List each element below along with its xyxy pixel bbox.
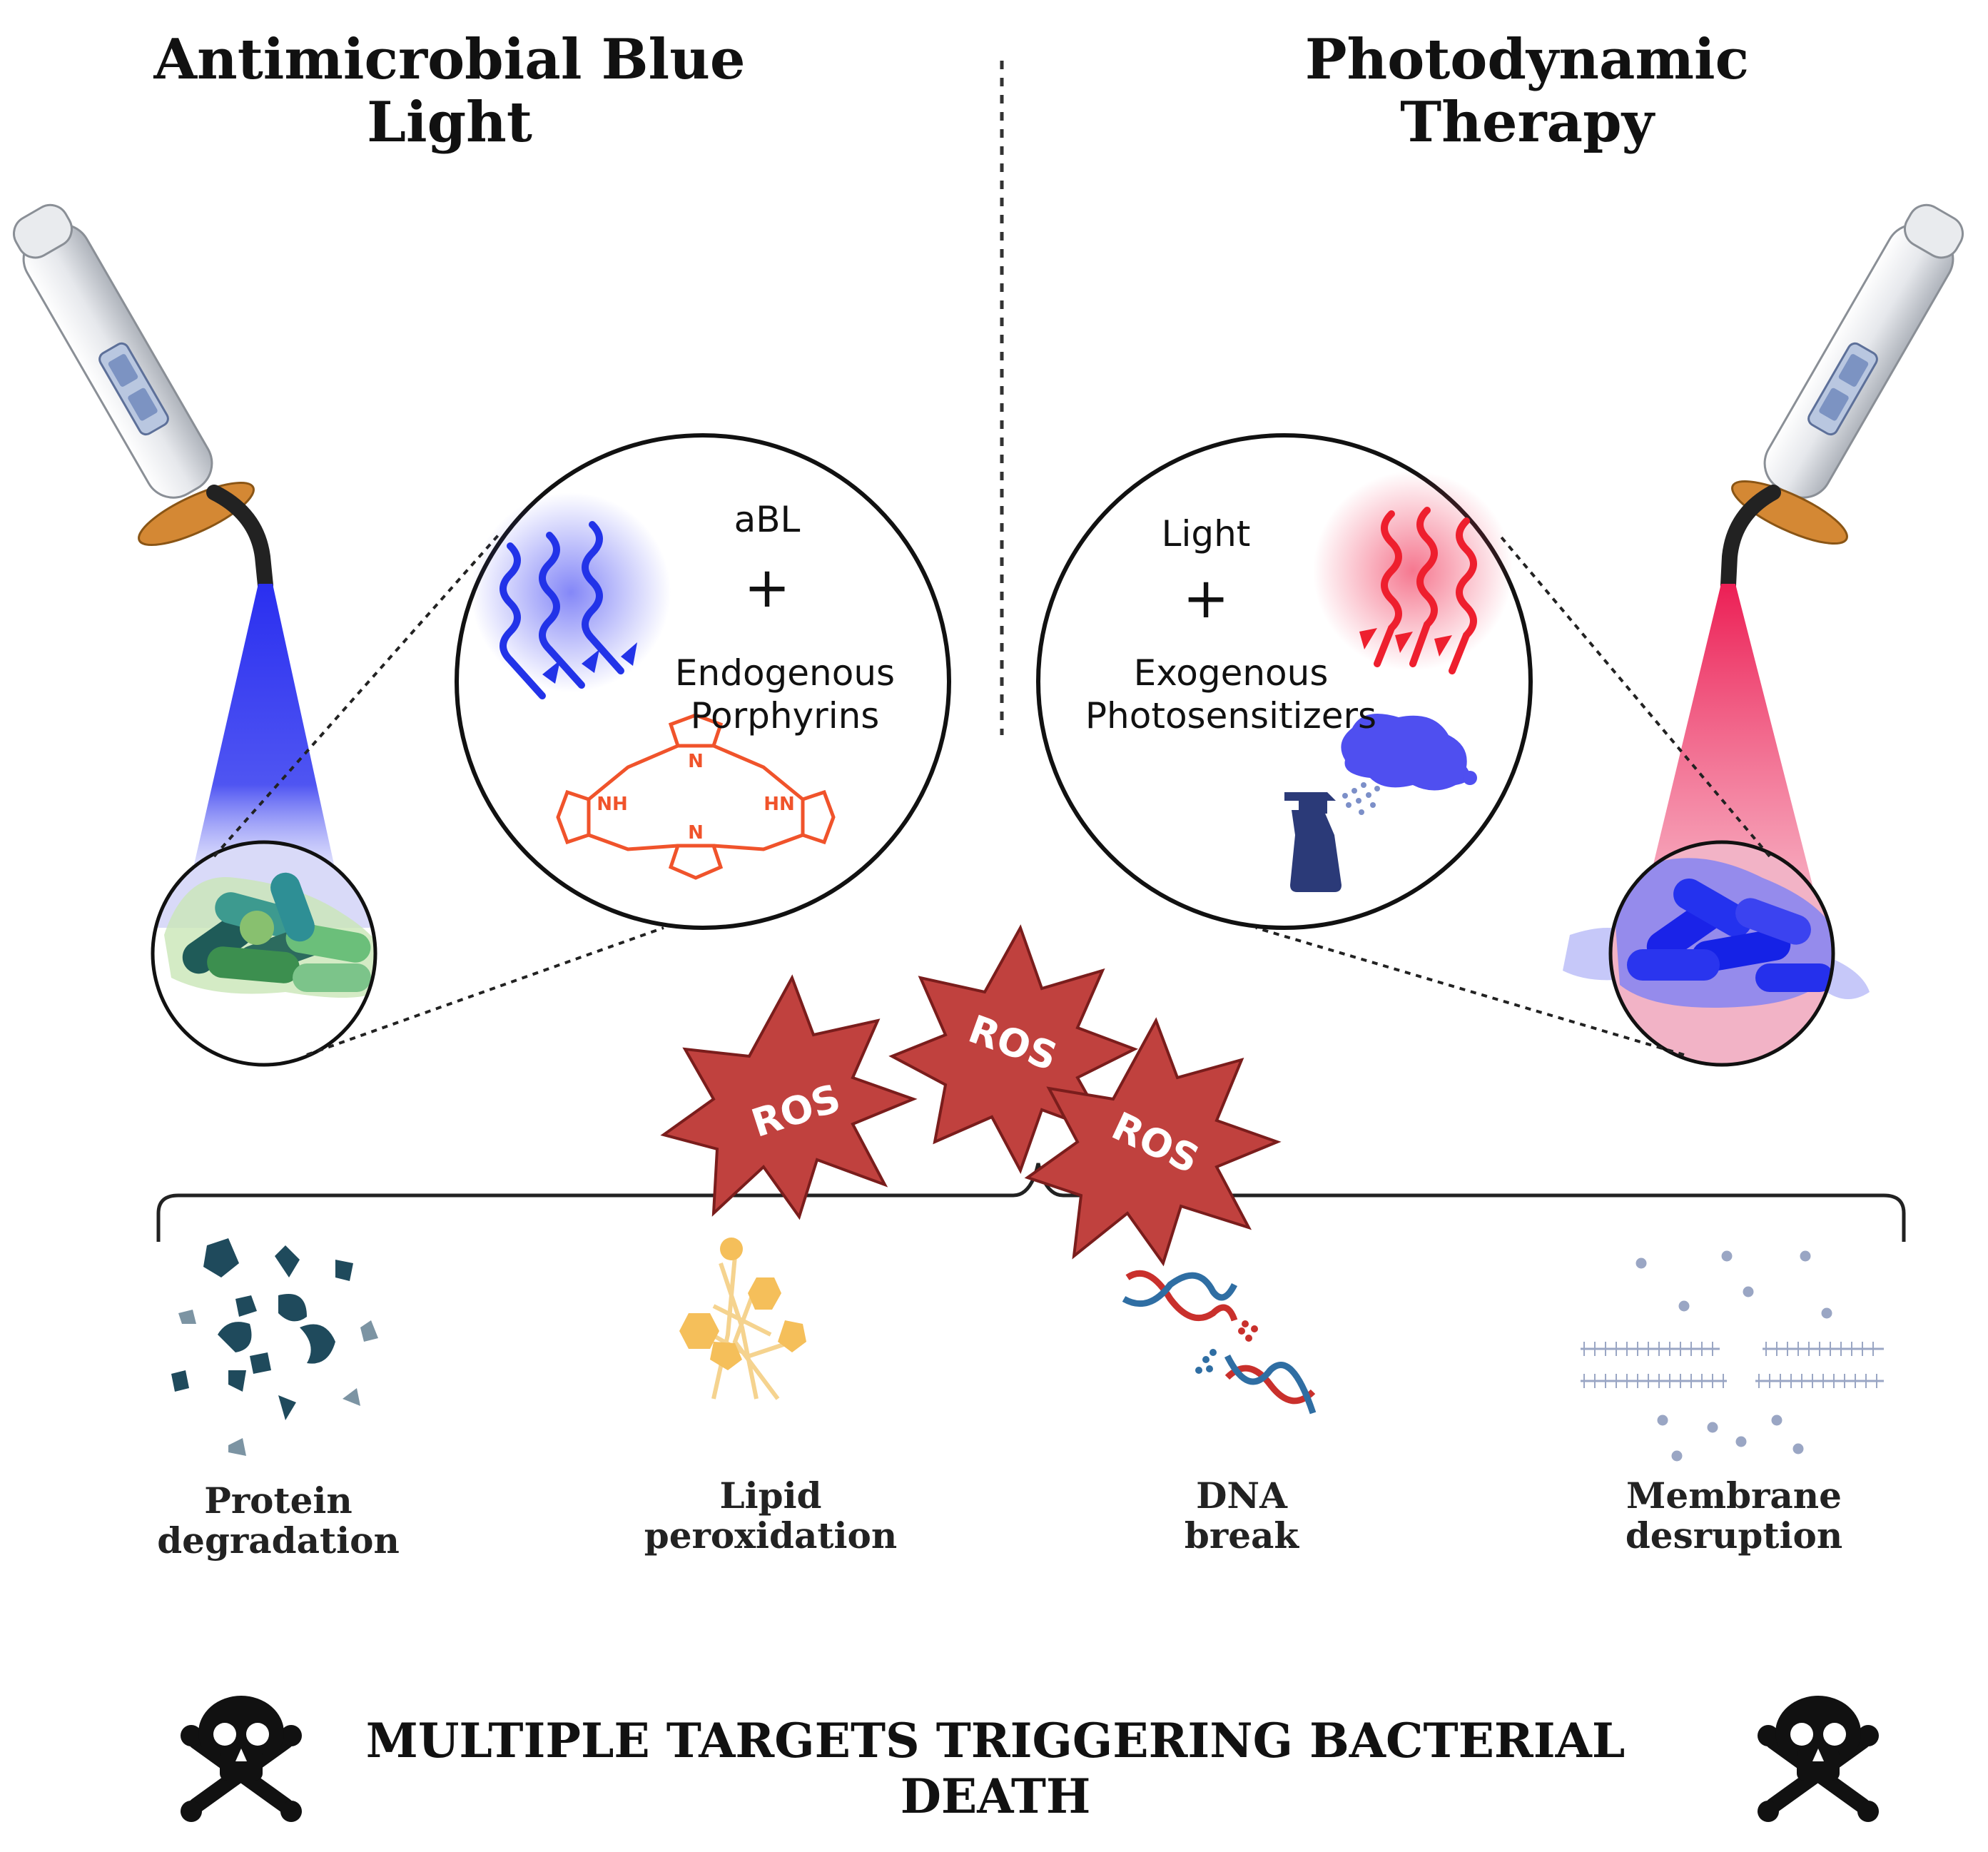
right-mechanism-circle <box>1036 433 1533 930</box>
right-title-line2: Therapy <box>1400 90 1654 155</box>
left-biofilm-magnifier <box>151 840 377 1067</box>
dna-break-icon <box>1122 1270 1317 1415</box>
porphyrin-hn-right: HN <box>764 794 795 815</box>
lipid-peroxidation-icon <box>679 1238 806 1400</box>
left-zoom-line-top <box>213 532 501 858</box>
left-title: Antimicrobial Blue Light <box>128 29 771 154</box>
skull-crossbones-icon-right <box>1758 1696 1879 1822</box>
ros-star-left <box>660 974 918 1220</box>
effect-protein-line1: Protein <box>204 1479 353 1522</box>
right-circle-exogenous: Exogenous <box>1134 652 1329 694</box>
red-light-beam <box>1648 584 1812 885</box>
right-title-line1: Photodynamic <box>1304 27 1750 92</box>
left-mechanism-circle <box>455 433 951 930</box>
effect-lipid-line1: Lipid <box>719 1474 822 1517</box>
effect-dna-caption: DNA break <box>1085 1476 1399 1556</box>
porphyrin-n-top: N <box>688 751 704 772</box>
photosensitizer-blob <box>1341 714 1470 791</box>
ros-star-right <box>1024 1017 1282 1267</box>
effect-membrane-line1: Membrane <box>1626 1474 1842 1517</box>
left-curing-light-device <box>13 203 273 593</box>
protein-fragments-icon <box>171 1238 378 1456</box>
membrane-disruption-icon <box>1581 1250 1884 1462</box>
effect-protein-caption: Protein degradation <box>121 1481 435 1561</box>
left-circle-abl: aBL <box>734 499 801 540</box>
right-circle-light: Light <box>1162 513 1251 555</box>
left-title-line2: Light <box>367 90 532 155</box>
left-circle-endogenous: Endogenous <box>675 652 895 694</box>
porphyrin-structure <box>556 713 836 880</box>
blue-light-beam <box>193 584 335 871</box>
effect-membrane-line2: desruption <box>1625 1514 1843 1557</box>
effect-protein-line2: degradation <box>157 1519 400 1562</box>
effect-dna-line2: break <box>1184 1514 1299 1557</box>
porphyrin-n-bottom: N <box>688 822 704 844</box>
effects-brace <box>156 1163 1906 1242</box>
bottom-banner-text: MULTIPLE TARGETS TRIGGERING BACTERIAL DE… <box>365 1713 1626 1824</box>
effect-membrane-caption: Membrane desruption <box>1577 1476 1891 1556</box>
left-title-line1: Antimicrobial Blue <box>153 27 746 92</box>
left-circle-porphyrins: Porphyrins <box>691 695 880 737</box>
skull-crossbones-icon-left <box>181 1696 302 1822</box>
right-curing-light-device <box>1720 203 1964 593</box>
effect-dna-line1: DNA <box>1196 1474 1287 1517</box>
spray-bottle-icon <box>1284 782 1380 892</box>
right-title: Photodynamic Therapy <box>1206 29 1848 154</box>
left-circle-plus: + <box>744 556 790 620</box>
effect-lipid-caption: Lipid peroxidation <box>614 1476 928 1556</box>
right-zoom-line-top <box>1497 532 1771 858</box>
right-circle-photosensitizers: Photosensitizers <box>1085 695 1376 737</box>
right-circle-plus: + <box>1182 567 1229 631</box>
effect-lipid-line2: peroxidation <box>644 1514 898 1557</box>
right-biofilm-magnifier <box>1563 840 1870 1067</box>
porphyrin-nh-left: NH <box>597 794 628 815</box>
